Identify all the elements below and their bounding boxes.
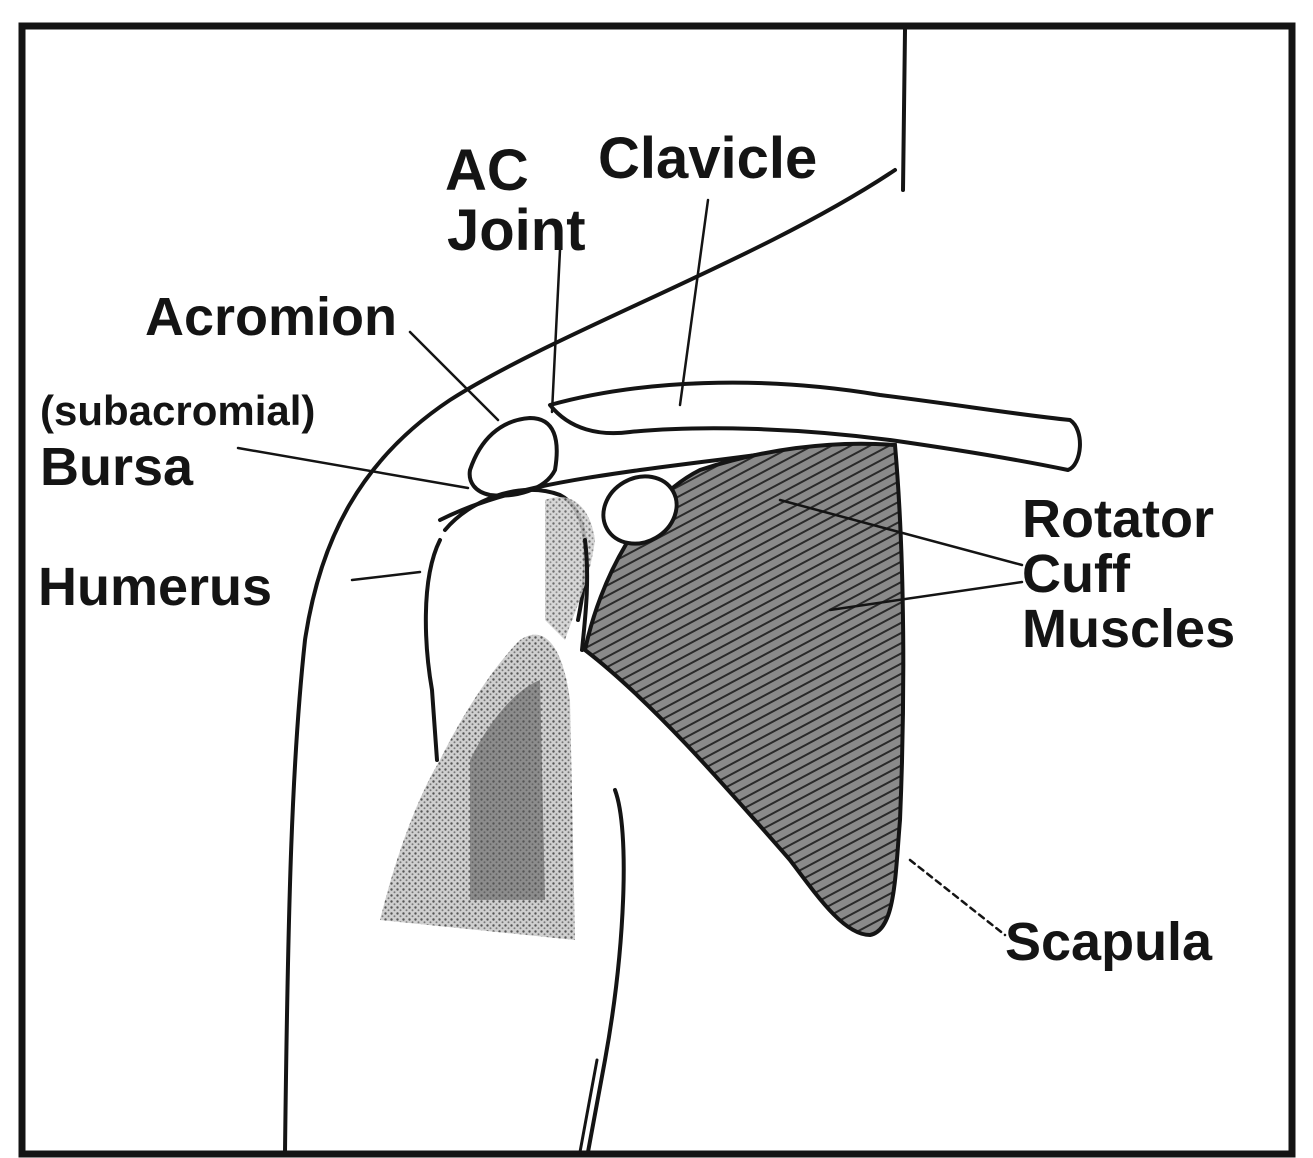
label-muscles: Muscles xyxy=(1022,599,1235,659)
label-bursa: Bursa xyxy=(40,437,194,497)
label-acromion: Acromion xyxy=(145,287,397,347)
label-cuff: Cuff xyxy=(1022,544,1131,604)
label-scapula: Scapula xyxy=(1005,912,1213,972)
humerus-outline xyxy=(426,540,440,760)
leader-acromion xyxy=(410,332,498,420)
label-clavicle: Clavicle xyxy=(598,126,817,191)
label-joint: Joint xyxy=(447,198,586,263)
label-rotator: Rotator xyxy=(1022,489,1214,549)
leader-humerus xyxy=(352,572,420,580)
neck-outline xyxy=(903,30,905,190)
leader-ac-joint xyxy=(552,250,560,412)
label-subacromial: (subacromial) xyxy=(40,387,315,434)
leader-clavicle xyxy=(680,200,708,405)
label-ac: AC xyxy=(445,138,529,203)
humerus-shaft-left xyxy=(580,1060,597,1152)
label-humerus: Humerus xyxy=(38,557,272,617)
leader-scapula xyxy=(910,860,1005,935)
leader-bursa xyxy=(238,448,468,488)
humerus-shaft-right xyxy=(588,790,624,1152)
